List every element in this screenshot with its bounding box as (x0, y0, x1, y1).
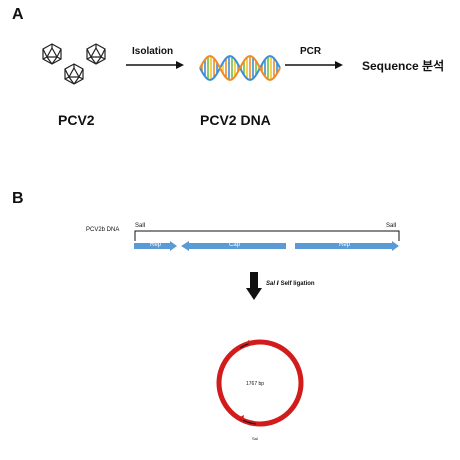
gene-label-cap: Cap (229, 242, 241, 248)
plasmid-size-label: 1767 bp (246, 381, 265, 387)
dna-label: PCV2 DNA (200, 112, 271, 128)
arrow-icon (285, 61, 343, 69)
down-arrow-icon (246, 272, 262, 300)
rep-gene-arrow (134, 241, 177, 251)
construct-bracket (134, 230, 400, 241)
panel-a-letter: A (12, 6, 24, 23)
sal-site-right-label: SalⅠ (386, 223, 397, 229)
ligation-text: Self ligation (280, 281, 315, 287)
panel-b-letter: B (12, 190, 24, 207)
dna-helix-icon (199, 54, 281, 82)
gene-label-rep-2: Rep (339, 242, 351, 248)
sequence-label: Sequence 분석 (362, 59, 445, 73)
gene-label-rep-1: Rep (150, 242, 162, 248)
plasmid-map (216, 339, 304, 427)
arrow-icon (126, 61, 184, 69)
virus-label: PCV2 (58, 112, 95, 128)
sal-site-left-label: SalⅠ (135, 223, 146, 229)
plasmid-site-label: Sal (252, 436, 258, 441)
virus-particles-icon (42, 43, 106, 85)
cap-gene-arrow (181, 241, 286, 251)
virus-icon (42, 43, 62, 65)
ligation-label: Sal Ⅰ Self ligation (266, 280, 315, 287)
virus-icon (86, 43, 106, 65)
rep-gene-arrow (295, 241, 399, 251)
ligation-enzyme: Sal Ⅰ (266, 281, 279, 287)
isolation-label: Isolation (132, 46, 174, 57)
pcr-label: PCR (300, 46, 322, 57)
virus-icon (64, 63, 84, 85)
gene-map (134, 241, 399, 251)
dna-backbone (199, 54, 281, 82)
construct-label: PCV2b DNA (86, 227, 120, 233)
